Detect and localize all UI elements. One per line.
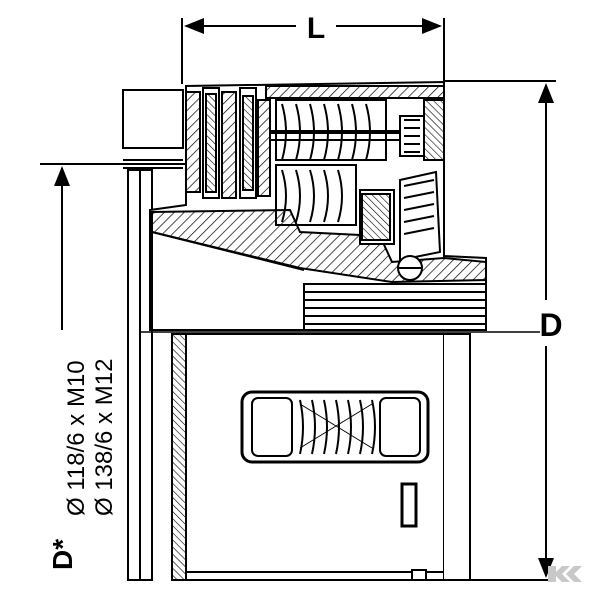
watermark-logo bbox=[548, 566, 582, 582]
flange-spec-1: Ø 118/6 x M10 bbox=[63, 360, 90, 516]
spring-window bbox=[240, 390, 430, 464]
dimension-l: L bbox=[181, 12, 445, 84]
flange-spec-2: Ø 138/6 x M12 bbox=[91, 359, 118, 516]
dimension-d: D bbox=[444, 80, 563, 581]
clutch-body bbox=[122, 80, 540, 581]
dimension-d-label: D bbox=[539, 307, 562, 343]
dimension-l-label: L bbox=[307, 12, 325, 45]
flange-label: D* bbox=[47, 539, 78, 570]
small-slot bbox=[400, 482, 418, 528]
dimension-d-star: D* Ø 118/6 x M10 Ø 138/6 x M12 bbox=[40, 163, 188, 570]
upper-spring bbox=[270, 99, 420, 161]
